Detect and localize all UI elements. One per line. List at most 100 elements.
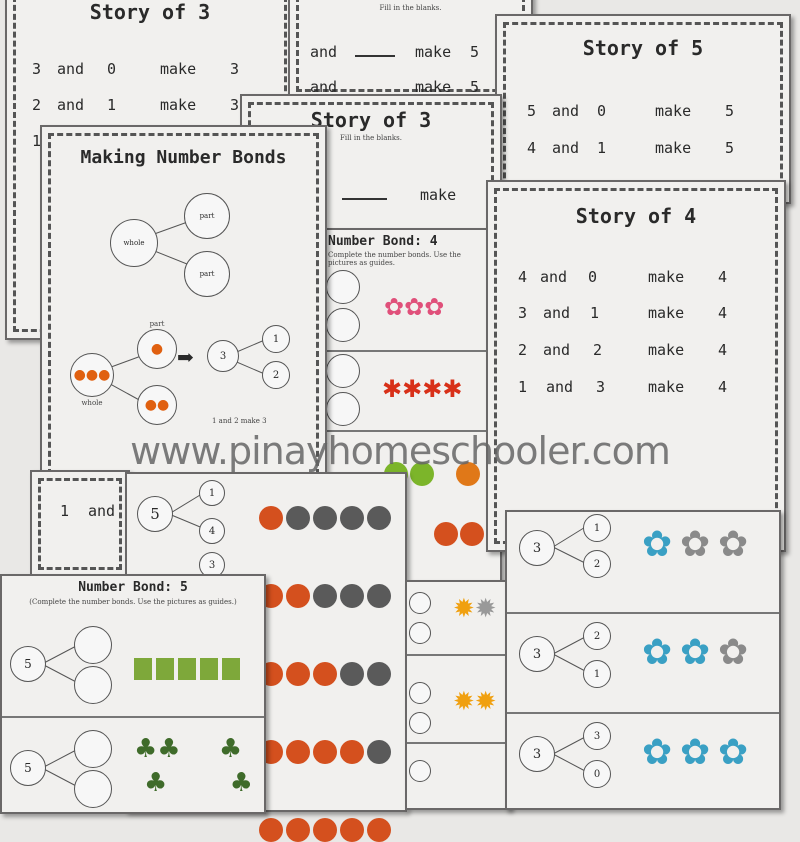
num: 1 [60,502,70,520]
num: 1 [597,139,607,157]
bond-circle [326,392,360,426]
num: 1 [32,132,42,150]
ball-icon [460,522,484,546]
flower-icon: ✿ [680,732,711,773]
ball-icon [259,506,283,530]
make: make [160,96,197,114]
blank-line [355,55,395,57]
flower-icon: ✿ [642,732,673,773]
tree-icons: ♣♣ ♣ [134,734,243,764]
num: 0 [588,268,598,286]
num: 5 [725,102,735,120]
and: and [57,96,85,114]
worksheet-subtitle: Complete the number bonds. Use the pictu… [328,251,461,267]
part-circle: 2 [583,622,611,650]
make: make [655,102,692,120]
bond-circle [326,354,360,388]
ball-icon [286,662,310,686]
ball-icon [259,818,283,842]
number-bond-5-worksheet: Number Bond: 5 (Complete the number bond… [0,574,266,814]
whole-circle: 5 [137,496,173,532]
part-circle: 2 [583,550,611,578]
ball-icon [340,662,364,686]
ball-icon [313,584,337,608]
and: and [57,60,85,78]
num: 4 [518,268,528,286]
blank-line [342,198,387,200]
and: and [543,341,571,359]
ball-icon [313,740,337,764]
whole-circle: 5 [10,750,46,786]
make: make [415,43,452,61]
sun-worksheet: ✹✹ ✹✹ [405,580,511,810]
and: and [88,502,116,520]
num: 4 [718,268,728,286]
worksheet-subtitle: (Complete the number bonds. Use the pict… [29,598,237,606]
part-circle: 0 [583,760,611,788]
num: 5 [725,139,735,157]
bond-circle [409,592,431,614]
part-circle: 2 [262,361,290,389]
ball-icon [340,584,364,608]
sun-icon: ✹✹ [453,594,497,624]
bond-lines [552,635,588,673]
part-circle: ●● [137,385,177,425]
bond-circle [326,308,360,342]
ball-icon [367,584,391,608]
divider [2,716,264,718]
bond-circle [326,270,360,304]
ball-icon [434,522,458,546]
flower-icon: ✿ [680,524,711,565]
part-circle: 3 [583,722,611,750]
part-circle: 1 [583,660,611,688]
num: 2 [593,341,603,359]
worksheet-title: Story of 3 [310,108,432,132]
divider [407,742,509,744]
make: make [655,139,692,157]
ball-icon [367,506,391,530]
num: 3 [230,60,240,78]
ball-icon [286,740,310,764]
ball-icon [367,662,391,686]
bond-circle [409,760,431,782]
ball-icon [286,506,310,530]
worksheet-title: Story of 5 [582,36,704,60]
num: 4 [718,341,728,359]
orange-icon [456,462,480,486]
and: and [540,268,568,286]
num: 4 [718,378,728,396]
ball-icon [340,506,364,530]
whole-circle: 5 [10,646,46,682]
part-circle [74,666,112,704]
whole-circle: whole [110,219,158,267]
bond-lines [41,643,81,789]
part-circle: 1 [262,325,290,353]
num: 0 [597,102,607,120]
label: whole [81,399,103,407]
ball-icon [313,818,337,842]
num: 1 [518,378,528,396]
sun-icon: ✹✹ [453,687,497,717]
num: 2 [32,96,42,114]
num: 3 [32,60,42,78]
ball-icon [313,506,337,530]
making-number-bonds-worksheet: Making Number Bonds whole part part ●●● … [40,125,327,483]
bond-lines [552,525,588,565]
part-circle: 3 [199,552,225,578]
part-circle: part [184,193,230,239]
ball-icon [313,662,337,686]
part-circle [74,770,112,808]
divider [326,350,500,352]
num: 3 [230,96,240,114]
part-circle: 1 [583,514,611,542]
divider [407,654,509,656]
and: and [552,139,580,157]
part-circle [74,730,112,768]
worksheet-title: Making Number Bonds [80,147,287,168]
